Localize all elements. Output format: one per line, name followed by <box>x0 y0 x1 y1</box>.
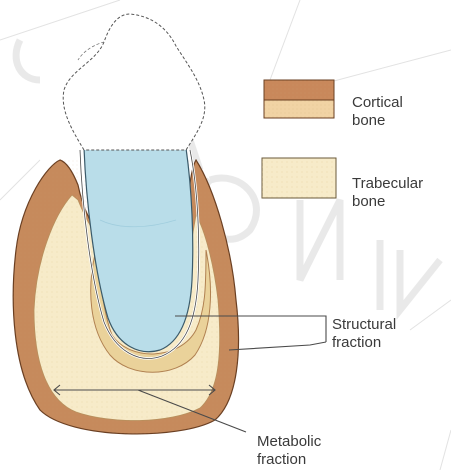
label-trabecular-line2: bone <box>352 193 423 211</box>
watermark-line <box>410 300 451 330</box>
watermark-line <box>270 0 300 80</box>
label-metabolic-line1: Metabolic <box>257 433 321 451</box>
label-cortical-line2: bone <box>352 112 403 130</box>
watermark-line <box>440 430 451 470</box>
label-trabecular-line1: Trabecular <box>352 175 423 193</box>
watermark-stroke <box>16 40 40 80</box>
label-trabecular-bone: Trabecular bone <box>352 175 423 211</box>
tooth-crown <box>63 14 205 150</box>
label-metabolic-line2: fraction <box>257 451 321 469</box>
watermark-stroke <box>300 200 340 280</box>
label-structural-fraction: Structural fraction <box>332 316 396 352</box>
label-structural-line2: fraction <box>332 334 396 352</box>
label-cortical-line1: Cortical <box>352 94 403 112</box>
legend-cortical-swatch <box>264 80 334 118</box>
watermark-line <box>0 0 120 40</box>
label-structural-line1: Structural <box>332 316 396 334</box>
label-cortical-bone: Cortical bone <box>352 94 403 130</box>
structural-pointer-lower <box>229 342 326 350</box>
watermark-stroke <box>400 250 440 310</box>
label-metabolic-fraction: Metabolic fraction <box>257 433 321 469</box>
legend-trabecular-swatch <box>262 158 336 198</box>
